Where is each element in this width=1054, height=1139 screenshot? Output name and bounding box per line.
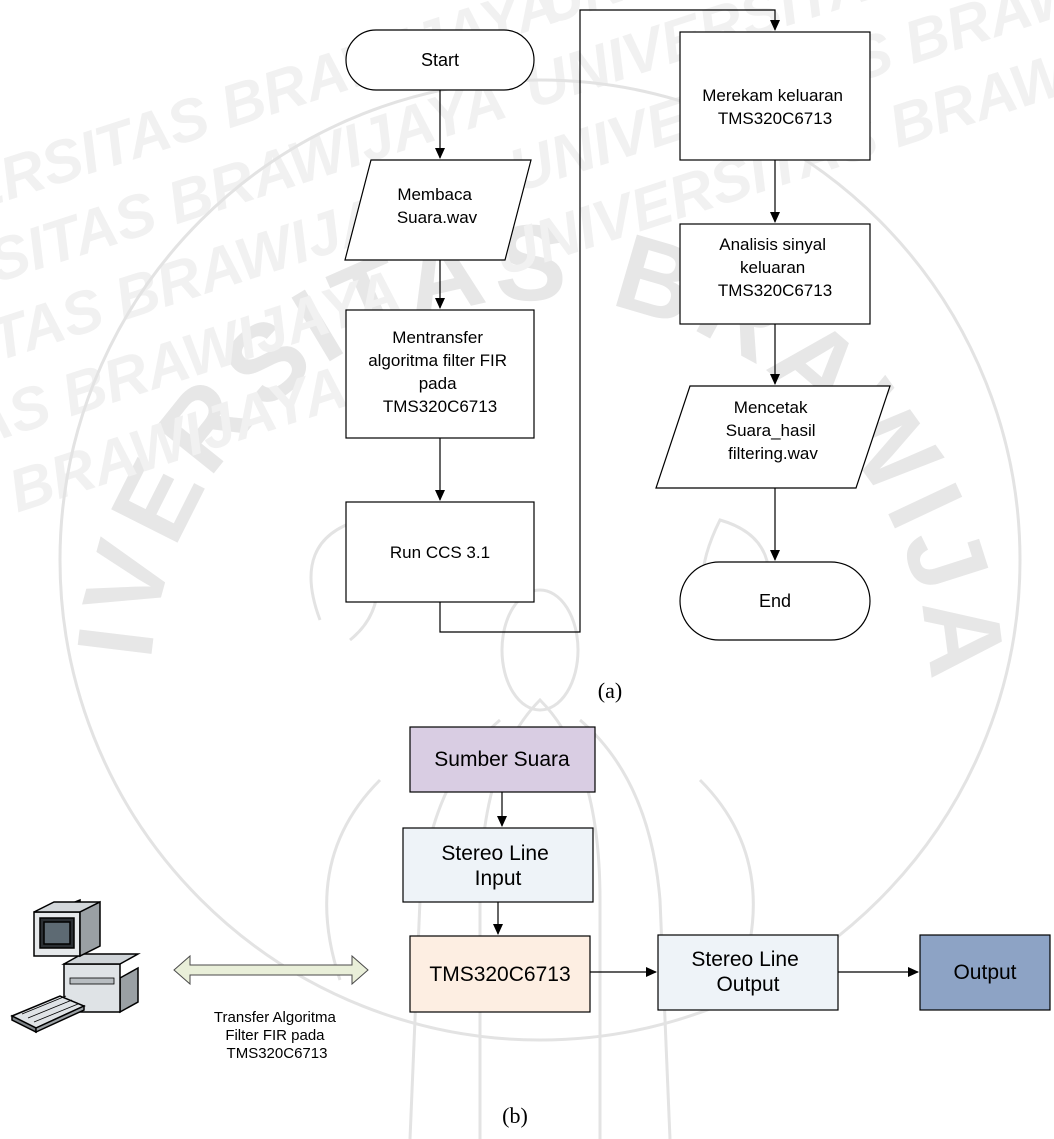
transfer-caption: Transfer Algoritma Filter FIR pada TMS32… (214, 1009, 340, 1062)
line-input-block (402, 827, 594, 903)
figure-a: Start Membaca Suara.wav Mentransfer algo… (344, 9, 891, 703)
watermark-emblem (58, 78, 1022, 1139)
analyze-process (679, 223, 871, 325)
line-output-block (657, 934, 839, 1011)
dsp-board-label: TMS320C6713 (429, 963, 570, 986)
run-process (345, 501, 535, 603)
end-label: End (759, 591, 791, 611)
line-output-label: Stereo Line Output (691, 948, 804, 996)
run-process-label: Run CCS 3.1 (390, 543, 490, 562)
print-output-shape (655, 385, 891, 489)
figure-b: Sumber Suara Stereo Line Input TMS320C67… (10, 726, 1051, 1128)
analyze-process-label: Analisis sinyal keluaran TMS320C6713 (718, 235, 832, 300)
computer-icon (10, 898, 141, 1034)
dsp-board-block (409, 935, 591, 1013)
end-terminator (679, 561, 871, 641)
print-output-label: Mencetak Suara_hasil filtering.wav (726, 398, 821, 463)
transfer-process-label: Mentransfer algoritma filter FIR pada TM… (368, 328, 512, 416)
sound-source-label: Sumber Suara (434, 748, 570, 771)
record-process (679, 31, 871, 161)
connector-line (439, 9, 780, 633)
read-input-label: Membaca Suara.wav (397, 185, 478, 227)
transfer-double-arrow (173, 954, 369, 986)
read-input-shape (344, 159, 532, 261)
sound-source-block (409, 726, 596, 793)
start-label: Start (421, 50, 459, 70)
figure-a-caption: (a) (598, 678, 622, 703)
transfer-process (345, 309, 535, 439)
line-input-label: Stereo Line Input (441, 842, 554, 890)
output-label: Output (953, 961, 1016, 984)
figure-b-caption: (b) (502, 1103, 528, 1128)
record-process-label: Merekam keluaran TMS320C6713 (702, 86, 848, 128)
output-block (919, 934, 1051, 1011)
